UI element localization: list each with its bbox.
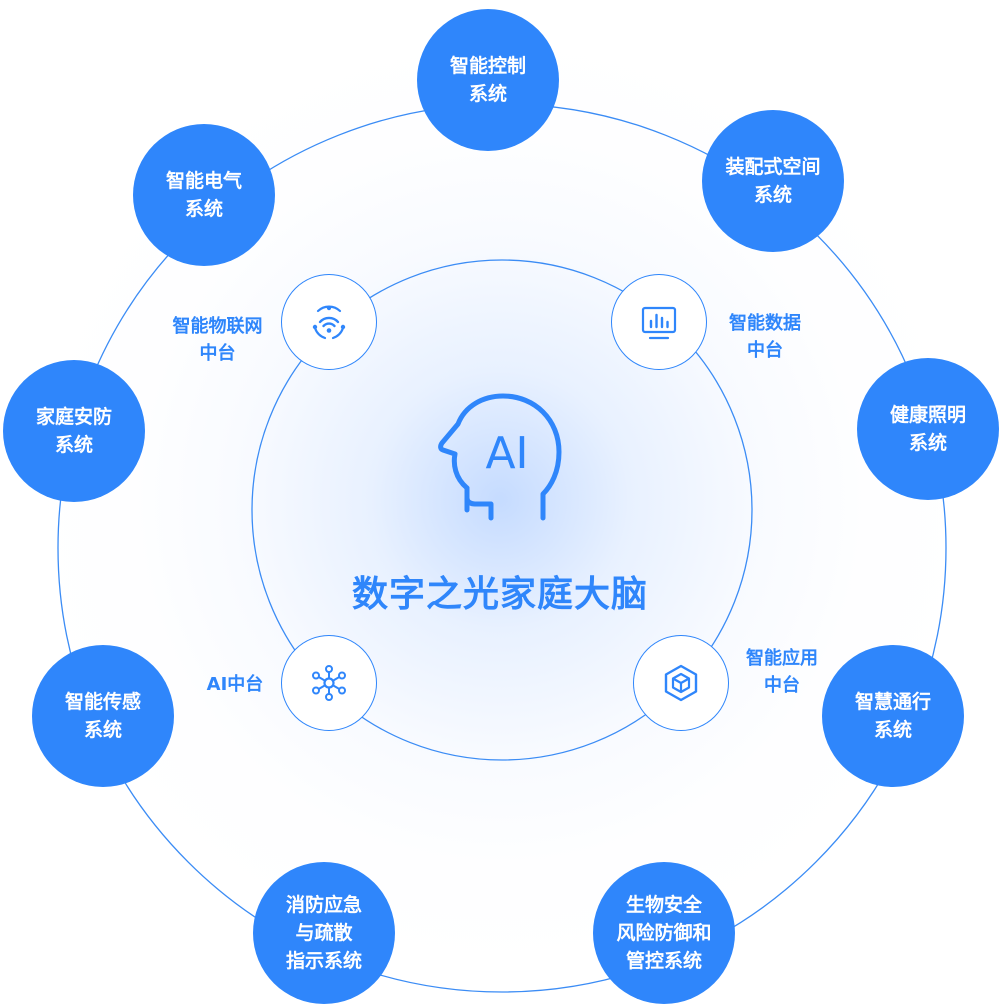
network-nodes-icon bbox=[312, 665, 346, 701]
outer-node-fire-line-1: 消防应急 bbox=[285, 894, 362, 916]
outer-node-space-line-2: 系统 bbox=[753, 184, 792, 206]
outer-node-traffic: 智慧通行 系统 bbox=[822, 645, 964, 787]
inner-label-ai: AI中台 bbox=[195, 671, 275, 698]
outer-node-control: 智能控制 系统 bbox=[417, 9, 559, 151]
outer-node-control-line-2: 系统 bbox=[468, 83, 507, 105]
inner-label-iot-line-1: 智能物联网 bbox=[172, 316, 263, 337]
ai-head-icon-text: AI bbox=[485, 428, 528, 479]
outer-node-electric-line-1: 智能电气 bbox=[165, 170, 242, 192]
inner-label-data-line-2: 中台 bbox=[747, 340, 783, 361]
outer-node-security-line-2: 系统 bbox=[54, 434, 93, 456]
cube-icon bbox=[664, 664, 698, 702]
outer-node-fire-line-3: 指示系统 bbox=[285, 950, 362, 972]
inner-label-data: 智能数据 中台 bbox=[715, 310, 815, 364]
inner-label-iot-line-2: 中台 bbox=[199, 343, 236, 364]
inner-label-app-line-1: 智能应用 bbox=[746, 648, 818, 669]
data-monitor-icon bbox=[641, 306, 677, 340]
outer-node-biosafety-line-3: 管控系统 bbox=[625, 950, 702, 972]
inner-node-data bbox=[611, 274, 707, 370]
iot-wifi-icon bbox=[312, 305, 346, 340]
outer-node-fire-line-2: 与疏散 bbox=[295, 922, 353, 944]
inner-label-app: 智能应用 中台 bbox=[732, 645, 832, 699]
center-title: 数字之光家庭大脑 bbox=[351, 574, 648, 615]
outer-node-biosafety-line-1: 生物安全 bbox=[625, 894, 702, 916]
outer-node-traffic-line-2: 系统 bbox=[873, 719, 912, 741]
outer-node-sensing-line-1: 智能传感 bbox=[64, 691, 141, 713]
outer-node-electric-line-2: 系统 bbox=[184, 198, 223, 220]
inner-label-iot: 智能物联网 中台 bbox=[160, 313, 275, 367]
ai-head-icon: AI bbox=[438, 393, 562, 521]
outer-node-biosafety-line-2: 风险防御和 bbox=[616, 922, 712, 944]
outer-node-lighting-line-2: 系统 bbox=[908, 432, 947, 454]
outer-node-lighting: 健康照明 系统 bbox=[857, 358, 999, 500]
outer-node-sensing: 智能传感 系统 bbox=[32, 645, 174, 787]
outer-node-biosafety: 生物安全 风险防御和 管控系统 bbox=[593, 862, 735, 1004]
outer-node-sensing-line-2: 系统 bbox=[83, 719, 122, 741]
inner-label-data-line-1: 智能数据 bbox=[729, 313, 801, 334]
inner-node-ai bbox=[281, 635, 377, 731]
outer-node-security: 家庭安防 系统 bbox=[3, 360, 145, 502]
inner-ring bbox=[251, 259, 753, 761]
outer-node-fire: 消防应急 与疏散 指示系统 bbox=[253, 862, 395, 1004]
outer-node-space: 装配式空间 系统 bbox=[702, 110, 844, 252]
outer-node-traffic-line-1: 智慧通行 bbox=[854, 691, 931, 713]
outer-node-space-line-1: 装配式空间 bbox=[725, 156, 821, 178]
outer-node-electric: 智能电气 系统 bbox=[133, 124, 275, 266]
outer-node-security-line-1: 家庭安防 bbox=[35, 406, 112, 428]
outer-node-lighting-line-1: 健康照明 bbox=[889, 404, 966, 426]
inner-node-iot bbox=[281, 274, 377, 370]
inner-label-ai-line-1: AI中台 bbox=[206, 674, 264, 695]
inner-label-app-line-2: 中台 bbox=[764, 675, 800, 696]
inner-node-app bbox=[633, 635, 729, 731]
outer-node-control-line-1: 智能控制 bbox=[449, 55, 526, 77]
